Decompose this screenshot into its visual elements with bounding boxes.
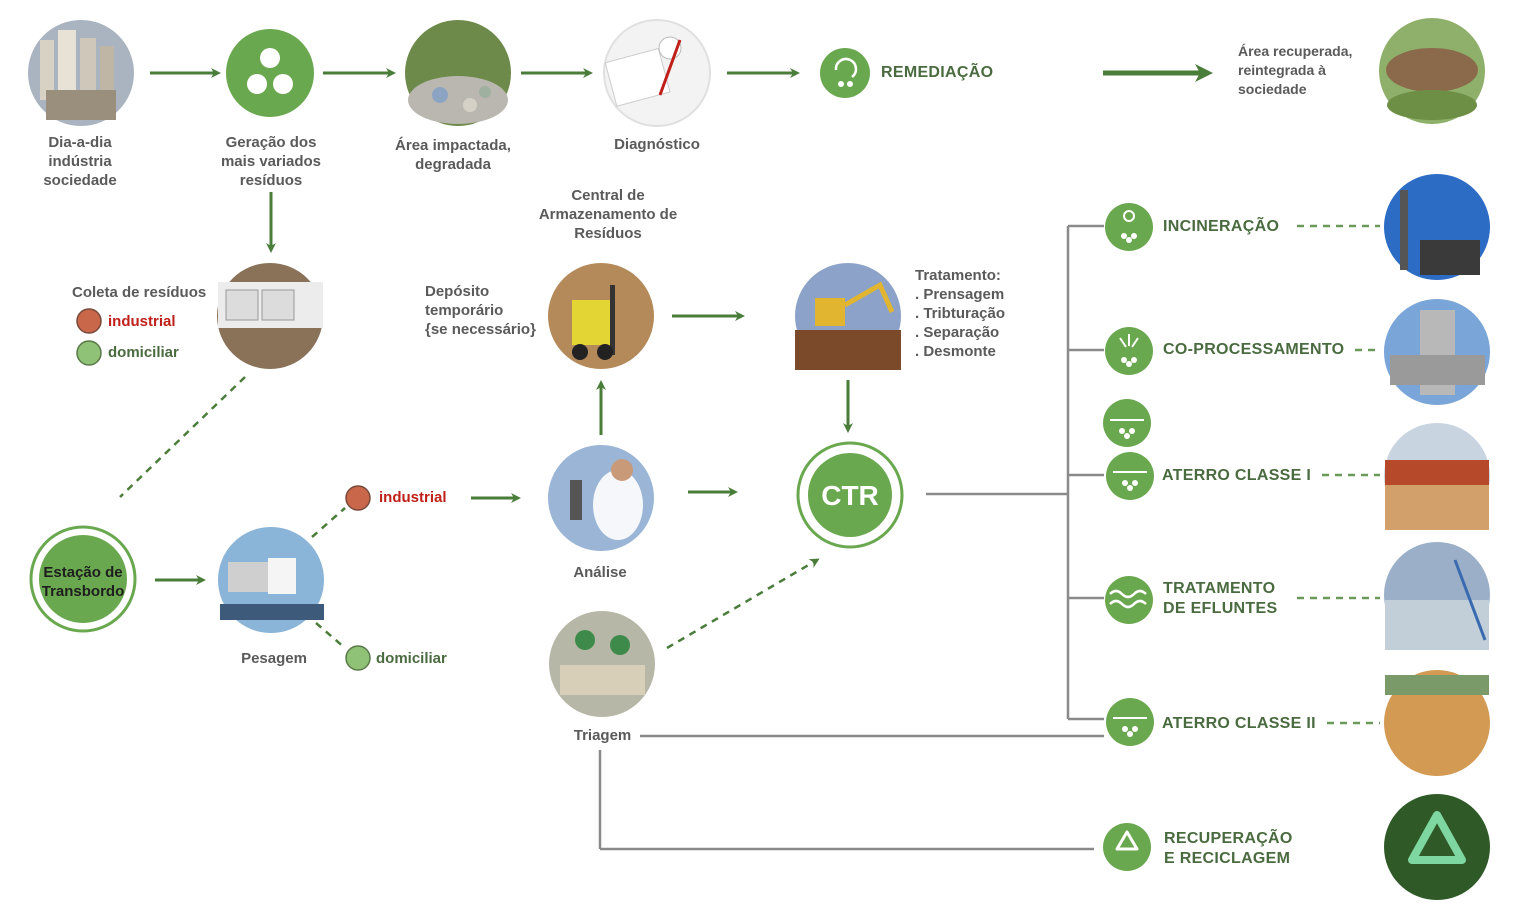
label-tratamento-efluentes: TRATAMENTO DE EFLUNTES — [1163, 580, 1278, 617]
label-deposito: Depósito temporário {se necessário} — [425, 283, 536, 338]
incinerator-photo — [1384, 174, 1490, 280]
label-area-impactada: Área impactada, degradada — [395, 137, 511, 173]
label-remediacao: REMEDIAÇÃO — [881, 64, 994, 81]
label-incineracao: INCINERAÇÃO — [1163, 218, 1280, 235]
landfill-class-2-photo — [1384, 670, 1490, 776]
label-central: Central de Armazenamento de Resíduos — [538, 187, 678, 242]
label-area-recuperada: Área recuperada, reintegrada à sociedade — [1238, 43, 1353, 97]
label-coleta-industrial: industrial — [108, 313, 176, 330]
label-analise: Análise — [573, 564, 627, 581]
label-coleta: Coleta de resíduos — [72, 284, 207, 301]
effluent-treatment-icon — [1105, 576, 1153, 624]
label-aterro-classe-2: ATERRO CLASSE II — [1162, 715, 1316, 732]
label-geracao: Geração dos mais variados resíduos — [220, 134, 322, 189]
incineration-icon — [1105, 203, 1153, 251]
landfill-class-1-photo — [1384, 423, 1490, 530]
legend-dots — [76, 308, 371, 671]
landfill-class-2-icon — [1106, 698, 1154, 746]
remediation-icon — [820, 48, 870, 98]
city-photo — [28, 20, 134, 126]
distribution-lines — [598, 224, 1104, 851]
label-diagnostico: Diagnóstico — [614, 136, 700, 153]
lab-analysis-photo — [548, 445, 654, 551]
output-dashes — [1297, 224, 1380, 725]
label-aterro-classe-1: ATERRO CLASSE I — [1162, 467, 1312, 484]
label-pesagem-domiciliar: domiciliar — [376, 650, 447, 667]
label-recuperacao-reciclagem: RECUPERAÇÃO E RECICLAGEM — [1164, 830, 1293, 867]
ctr-node — [796, 441, 904, 549]
label-coleta-domiciliar: domiciliar — [108, 344, 179, 361]
coprocessing-icon — [1105, 327, 1153, 375]
label-tratamento: Tratamento: . Prensagem . Tribturação . … — [915, 267, 1006, 360]
label-coprocessamento: CO-PROCESSAMENTO — [1163, 341, 1345, 358]
diagnostic-illustration — [603, 19, 711, 127]
recycling-photo — [1384, 794, 1490, 900]
degraded-area-photo — [405, 20, 511, 126]
cement-plant-photo — [1384, 299, 1490, 405]
label-pesagem-industrial: industrial — [379, 489, 447, 506]
forklift-photo — [548, 263, 654, 369]
label-pesagem: Pesagem — [241, 650, 307, 667]
sorting-photo — [549, 611, 655, 717]
ctr-label: CTR — [821, 480, 879, 511]
middle-arrows — [155, 311, 853, 585]
label-triagem: Triagem — [565, 726, 640, 745]
landfill-class-1-icon — [1106, 452, 1154, 500]
recycling-icon — [1103, 823, 1151, 871]
top-row-arrows — [150, 64, 1213, 253]
transfer-station-node — [29, 525, 137, 633]
label-dia-a-dia: Dia-a-dia indústria sociedade — [43, 134, 117, 189]
landfill-icon — [1103, 399, 1151, 447]
effluent-photo — [1384, 542, 1490, 650]
weighing-truck-photo — [218, 527, 324, 633]
recovered-area-photo — [1379, 18, 1485, 124]
trucks-photo — [217, 263, 323, 369]
dashed-connectors — [119, 376, 820, 650]
backhoe-photo — [795, 263, 901, 370]
waste-generation-icon — [226, 29, 314, 117]
label-estacao-transbordo: Estação de Transbordo — [41, 564, 125, 600]
